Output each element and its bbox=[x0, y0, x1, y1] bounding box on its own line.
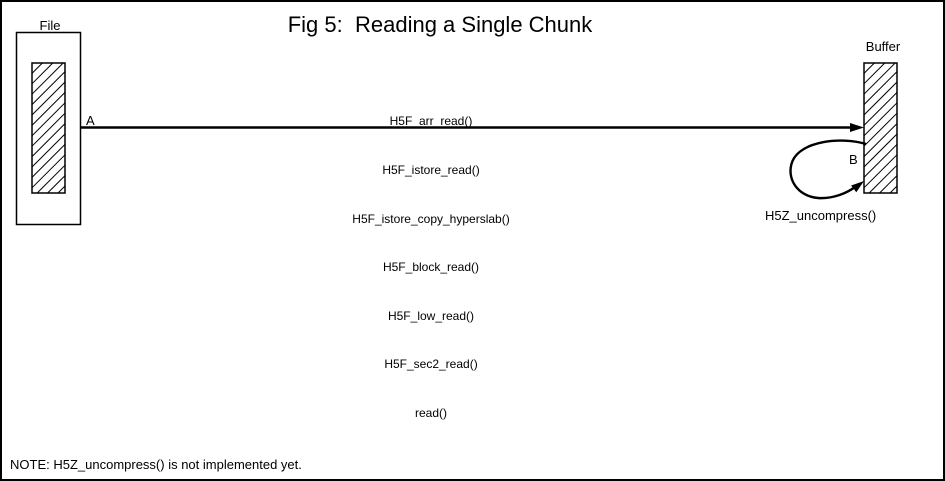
call-stack-line: H5F_arr_read() bbox=[389, 114, 473, 129]
call-stack-line: H5F_sec2_read() bbox=[384, 357, 478, 372]
file-data-hatch bbox=[31, 62, 66, 194]
file-box bbox=[15, 31, 82, 226]
call-stack-line: H5F_istore_copy_hyperslab() bbox=[352, 211, 510, 226]
figure-title: Fig 5: Reading a Single Chunk bbox=[287, 12, 593, 37]
buffer-region bbox=[863, 62, 898, 194]
file-label: File bbox=[39, 18, 61, 33]
loop-arrowhead-icon bbox=[851, 181, 864, 193]
uncompress-function-label: H5Z_uncompress() bbox=[765, 208, 877, 223]
read-arrowhead-icon bbox=[850, 123, 864, 132]
endpoint-b-label: B bbox=[849, 152, 858, 167]
file-data-region bbox=[31, 62, 66, 194]
uncompress-loop-arrow bbox=[789, 139, 867, 200]
footnote: NOTE: H5Z_uncompress() is not implemente… bbox=[10, 457, 302, 472]
call-stack-line: read() bbox=[414, 406, 447, 421]
buffer-label: Buffer bbox=[865, 39, 901, 54]
call-stack-line: H5F_istore_read() bbox=[382, 163, 480, 178]
buffer-hatch bbox=[863, 62, 898, 194]
call-stack-line: H5F_block_read() bbox=[382, 260, 480, 275]
read-call-stack: H5F_arr_read() H5F_istore_read() H5F_ist… bbox=[352, 81, 509, 454]
endpoint-a-label: A bbox=[86, 113, 95, 128]
call-stack-line: H5F_low_read() bbox=[387, 308, 475, 323]
